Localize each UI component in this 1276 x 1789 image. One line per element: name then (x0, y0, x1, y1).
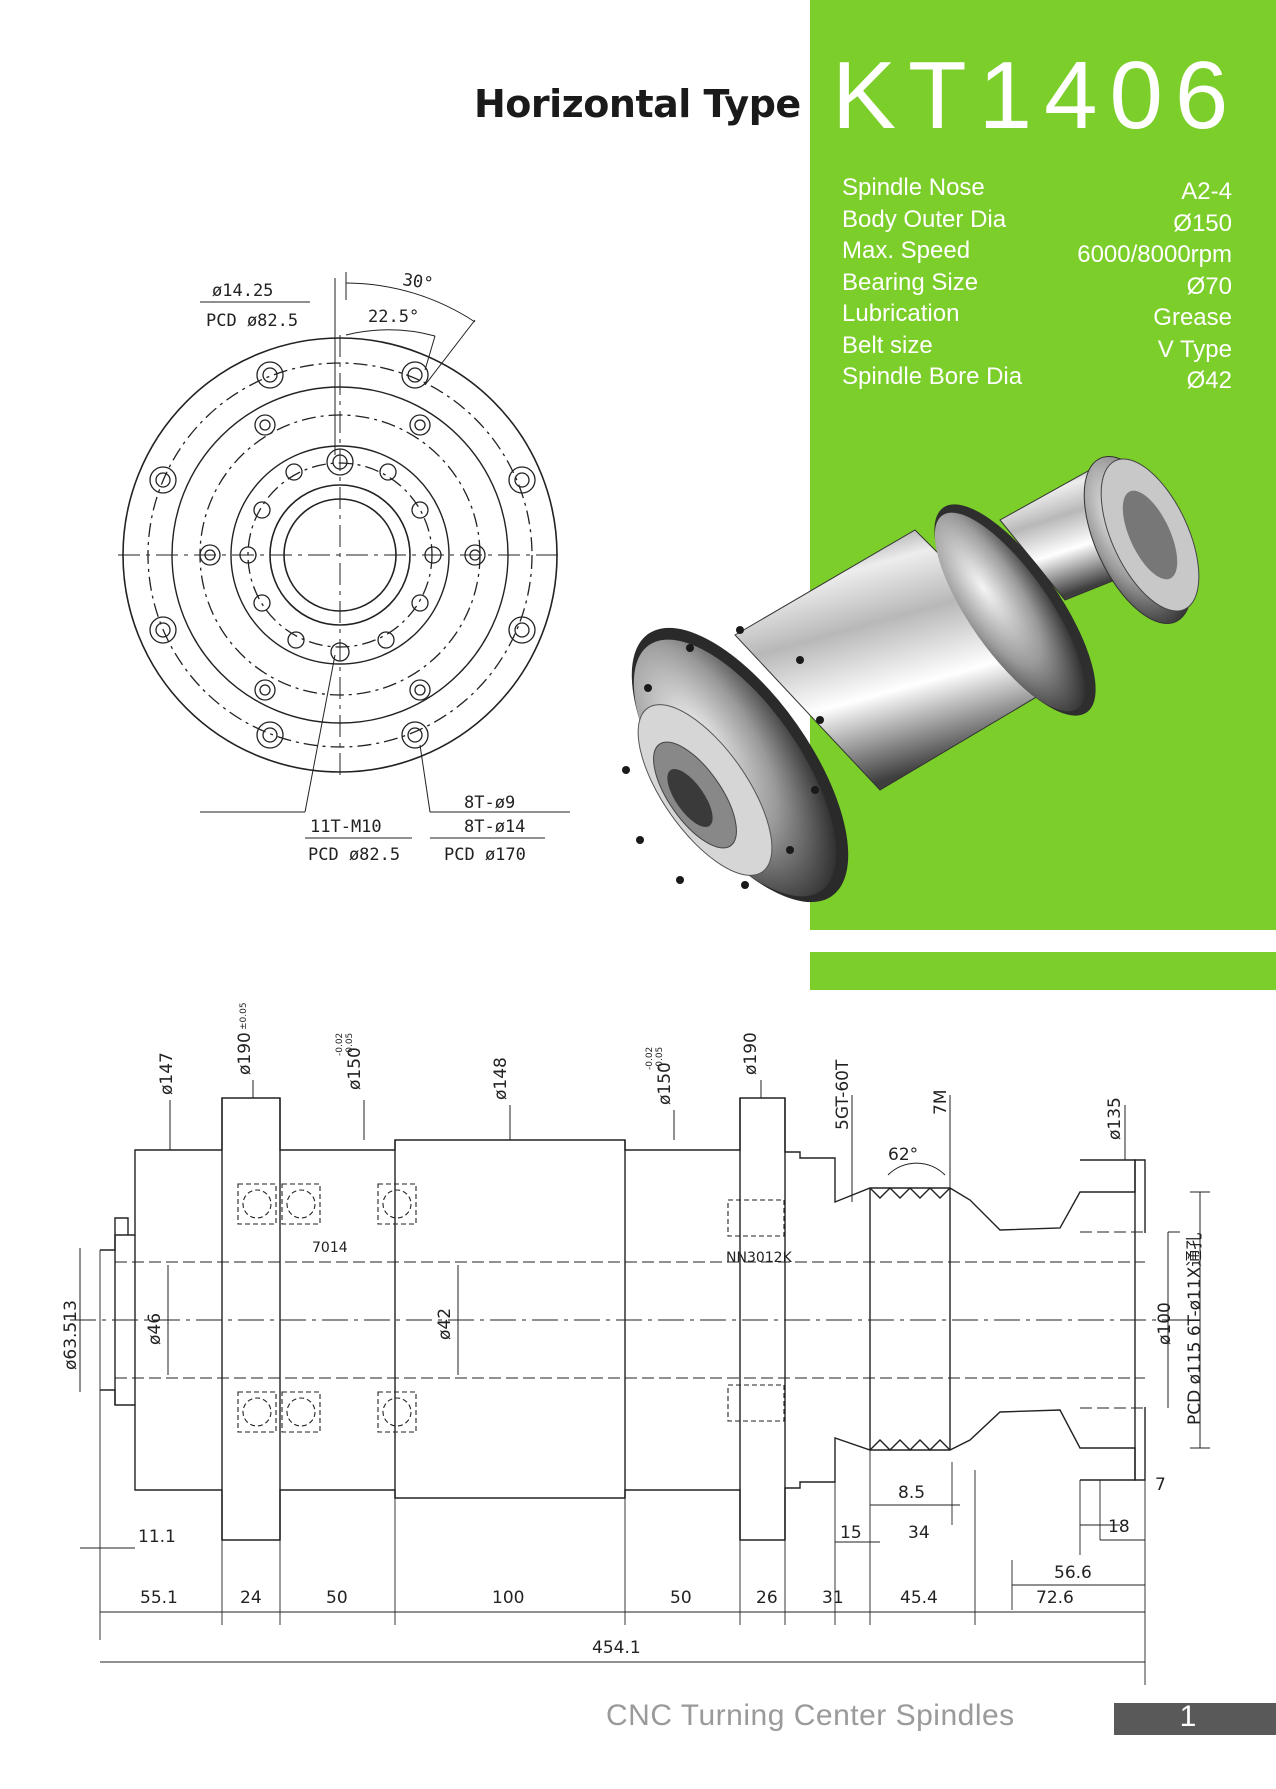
outer-bolt-holes (149, 361, 536, 749)
front-hole-dia: ø14.25 (212, 281, 273, 301)
spec-row: Body Outer Dia Ø150 (842, 206, 1232, 238)
dim-11-1: 11.1 (138, 1527, 176, 1547)
spec-value: Ø150 (1173, 209, 1232, 237)
spindle-3d-render (622, 456, 1200, 903)
dia-147: ø147 (157, 1052, 177, 1095)
seg-dim: 50 (326, 1588, 348, 1608)
front-bolt-pcd: PCD ø170 (444, 845, 526, 865)
spec-label: Spindle Nose (842, 174, 985, 201)
dim-56-6: 56.6 (1054, 1563, 1092, 1583)
spec-row: Max. Speed 6000/8000rpm (842, 237, 1232, 269)
dia-148: ø148 (491, 1057, 511, 1100)
front-angle-22: 22.5° (368, 307, 419, 327)
spec-value: Ø42 (1186, 367, 1232, 394)
green-divider-bar (810, 952, 1276, 990)
mid-bolt-holes (199, 414, 486, 701)
tol-150b-bot: -0.05 (655, 1047, 665, 1070)
type-label: Horizontal Type (474, 82, 801, 126)
dim-18: 18 (1108, 1517, 1130, 1537)
angle-62: 62° (888, 1145, 918, 1165)
dim-15: 15 (840, 1523, 862, 1543)
seg-dim: 72.6 (1036, 1588, 1074, 1608)
seg-dim: 100 (492, 1588, 524, 1608)
seg-dim: 24 (240, 1588, 262, 1608)
dia-135: ø135 (1105, 1097, 1125, 1140)
spec-value: V Type (1157, 335, 1232, 363)
front-bolt-spec-2: 8T-ø14 (464, 817, 525, 837)
spec-value: Grease (1153, 304, 1232, 331)
dia-63513: ø63.513 (61, 1300, 81, 1370)
spec-label: Belt size (842, 331, 933, 359)
pulley-grooves (869, 1187, 951, 1451)
front-thread-pcd: PCD ø82.5 (308, 845, 400, 865)
dim-34: 34 (908, 1523, 930, 1543)
dim-7: 7 (1155, 1475, 1166, 1495)
spec-label: Bearing Size (842, 268, 979, 296)
front-hole-pcd: PCD ø82.5 (206, 311, 298, 331)
dia-150b: ø150 (655, 1062, 675, 1105)
dia-190a: ø190 (235, 1032, 255, 1075)
spec-label: Spindle Bore Dia (842, 363, 1023, 390)
model-title: KT1406 (832, 42, 1241, 149)
belt-teeth: 5GT-60T (833, 1059, 853, 1130)
spec-label: Lubrication (842, 300, 960, 327)
seg-dim: 50 (670, 1588, 692, 1608)
spec-row: Spindle Bore Dia Ø42 (842, 363, 1232, 395)
spec-value: 6000/8000rpm (1077, 241, 1232, 268)
seg-dim: 26 (756, 1588, 778, 1608)
dia-100: ø100 (1155, 1302, 1175, 1345)
spec-label: Max. Speed (842, 237, 971, 264)
tol-150b-top: -0.02 (645, 1047, 655, 1070)
pcd-115: PCD ø115 6T-ø11X通孔 (1185, 1233, 1205, 1425)
dia-190b: ø190 (741, 1032, 761, 1075)
spec-value: A2-4 (1181, 178, 1232, 205)
front-bolt-spec-1: 8T-ø9 (464, 793, 515, 813)
page-number: 1 (1179, 1700, 1197, 1733)
footer-title: CNC Turning Center Spindles (606, 1699, 1015, 1732)
inner-thread-holes (239, 448, 442, 662)
bearing-front: 7014 (312, 1240, 348, 1256)
dia-46: ø46 (145, 1313, 165, 1345)
tol-150a-bot: -0.05 (345, 1033, 355, 1056)
spec-label: Body Outer Dia (842, 205, 1007, 233)
seg-dim: 45.4 (900, 1588, 938, 1608)
page-number-box (1114, 1703, 1276, 1735)
spec-row: Bearing Size Ø70 (842, 269, 1232, 301)
belt-7m: 7M (931, 1090, 951, 1115)
bearings (237, 1183, 785, 1433)
seg-dim: 55.1 (140, 1588, 178, 1608)
spec-row: Spindle Nose A2-4 (842, 174, 1232, 206)
dia-42: ø42 (435, 1308, 455, 1340)
seg-dim: 31 (822, 1588, 844, 1608)
spec-row: Lubrication Grease (842, 300, 1232, 332)
front-thread-spec: 11T-M10 (310, 817, 382, 837)
tol-190a: ±0.05 (239, 1002, 249, 1030)
spec-value: Ø70 (1186, 272, 1232, 300)
total-length: 454.1 (592, 1638, 641, 1658)
bearing-rear: NN3012K (726, 1250, 793, 1266)
tol-150a-top: -0.02 (335, 1033, 345, 1056)
dia-150a: ø150 (345, 1047, 365, 1090)
front-angle-30: 30° (401, 270, 434, 294)
spec-table: Spindle Nose A2-4 Body Outer Dia Ø150 Max.… (842, 174, 1232, 395)
spec-row: Belt size V Type (842, 332, 1232, 364)
dim-8-5: 8.5 (898, 1483, 925, 1503)
